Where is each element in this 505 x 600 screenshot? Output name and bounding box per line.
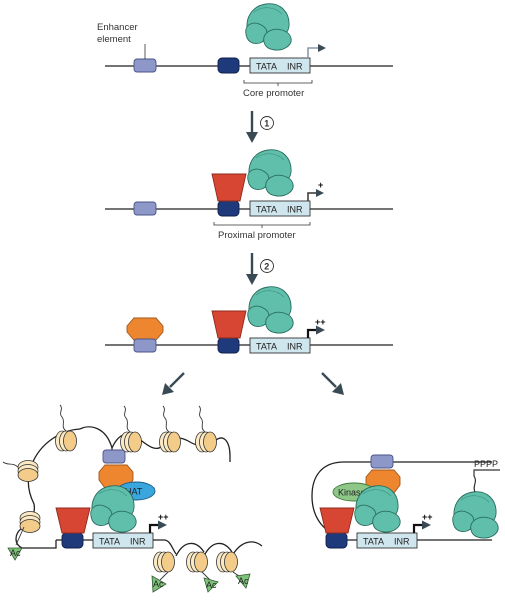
- activity-plus-4b: ++: [422, 512, 433, 522]
- proximal-promoter-label: Proximal promoter: [218, 230, 296, 241]
- nucleosome-icon: [153, 551, 175, 573]
- ctd-tail: [473, 469, 500, 493]
- nucleosome-icon: [216, 551, 238, 573]
- kinase-label: Kinase: [338, 488, 366, 498]
- transcription-start-arrow-icon: [307, 47, 320, 58]
- ac-label-3: Ac: [238, 576, 249, 586]
- rna-polymerase-ii-icon: [354, 485, 401, 533]
- proximal-box-4a: [61, 532, 84, 549]
- ac-label-1: Ac: [153, 579, 164, 589]
- proximal-box-3: [217, 337, 240, 354]
- chromatin-fiber-lower: [153, 539, 263, 557]
- tata-label-2: TATA: [256, 205, 277, 215]
- core-promoter-label: Core promoter: [243, 88, 304, 99]
- transcription-start-arrow-icon: [412, 523, 424, 533]
- activator-red-2: [211, 173, 247, 202]
- ac-label-left: Ac: [10, 548, 21, 558]
- hat-label: HAT: [125, 487, 143, 497]
- panel-4a-hat-chromatin: Ac HAT TATA INR ++ Ac Ac Ac: [2, 404, 263, 593]
- inr-label-3: INR: [287, 342, 303, 352]
- chromatin-fiber-left: [15, 428, 81, 549]
- core-promoter-box-3: [249, 337, 311, 354]
- nucleosome-icon: [159, 431, 181, 453]
- rna-polymerase-ii-icon: [452, 491, 499, 539]
- enhancer-box-2: [133, 201, 157, 216]
- transcription-start-arrow-icon: [307, 192, 318, 201]
- enhancer-label-line1: Enhancer: [97, 22, 138, 33]
- nucleosome-icon: [55, 430, 77, 452]
- enhancer-box-4b: [370, 454, 394, 469]
- proximal-box-4b: [325, 532, 348, 549]
- core-promoter-box-2: [249, 200, 311, 217]
- rna-polymerase-ii-icon: [245, 3, 292, 51]
- nucleosome-icon: [186, 551, 208, 573]
- ac-label-2: Ac: [206, 580, 217, 590]
- step-2-arrow: 2: [246, 253, 274, 285]
- activator-red-4a: [55, 507, 91, 534]
- inr-label-2: INR: [287, 205, 303, 215]
- panel-2-proximal: TATA INR + Proximal promoter: [105, 149, 393, 241]
- rna-polymerase-ii-icon: [247, 149, 294, 197]
- inr-label-4b: INR: [394, 537, 410, 547]
- proximal-box-1: [217, 57, 240, 74]
- nucleosome-icon: [17, 460, 39, 482]
- step-1-number: 1: [264, 118, 269, 128]
- rna-polymerase-ii-icon: [90, 485, 137, 533]
- tata-label-4a: TATA: [99, 537, 120, 547]
- enhancer-element-label: Enhancer element: [97, 22, 140, 45]
- activity-plus-2: ++: [315, 317, 326, 327]
- tata-label-3: TATA: [256, 342, 277, 352]
- activator-red-3: [211, 310, 247, 339]
- enhancer-label-line2: element: [97, 34, 131, 45]
- activity-plus-1: +: [318, 180, 323, 190]
- panel-4b-kinase-loop: Kinase TATA INR ++ PPPP: [311, 454, 500, 549]
- nucleosome-icon: [120, 431, 142, 453]
- nucleosome-icon: [195, 431, 217, 453]
- inr-label-1: INR: [287, 62, 303, 72]
- core-promoter-box-4b: [356, 532, 418, 549]
- inr-label-4a: INR: [130, 537, 146, 547]
- activator-orange-3: [126, 317, 164, 341]
- enhancer-box-1: [133, 58, 157, 73]
- activity-plus-4a: ++: [158, 512, 169, 522]
- rna-polymerase-ii-icon: [247, 286, 294, 334]
- activator-red-4b: [319, 507, 355, 534]
- step-2-number: 2: [264, 261, 269, 271]
- pppp-label: PPPP: [474, 459, 498, 469]
- transcription-start-arrow-icon: [306, 328, 318, 338]
- proximal-box-2: [217, 200, 240, 217]
- core-promoter-box-1: [249, 57, 311, 74]
- enhancer-box-4a: [102, 449, 126, 464]
- transcription-start-arrow-icon: [148, 523, 160, 533]
- panel-1-basal: Enhancer element TATA INR Core promoter: [97, 3, 393, 99]
- branch-arrows: [162, 372, 344, 395]
- step-1-arrow: 1: [246, 111, 274, 143]
- tata-label-1: TATA: [256, 62, 277, 72]
- enhancer-box-3: [133, 338, 157, 353]
- panel-3-enhancer-bound: TATA INR ++: [105, 286, 393, 354]
- tata-label-4b: TATA: [363, 537, 384, 547]
